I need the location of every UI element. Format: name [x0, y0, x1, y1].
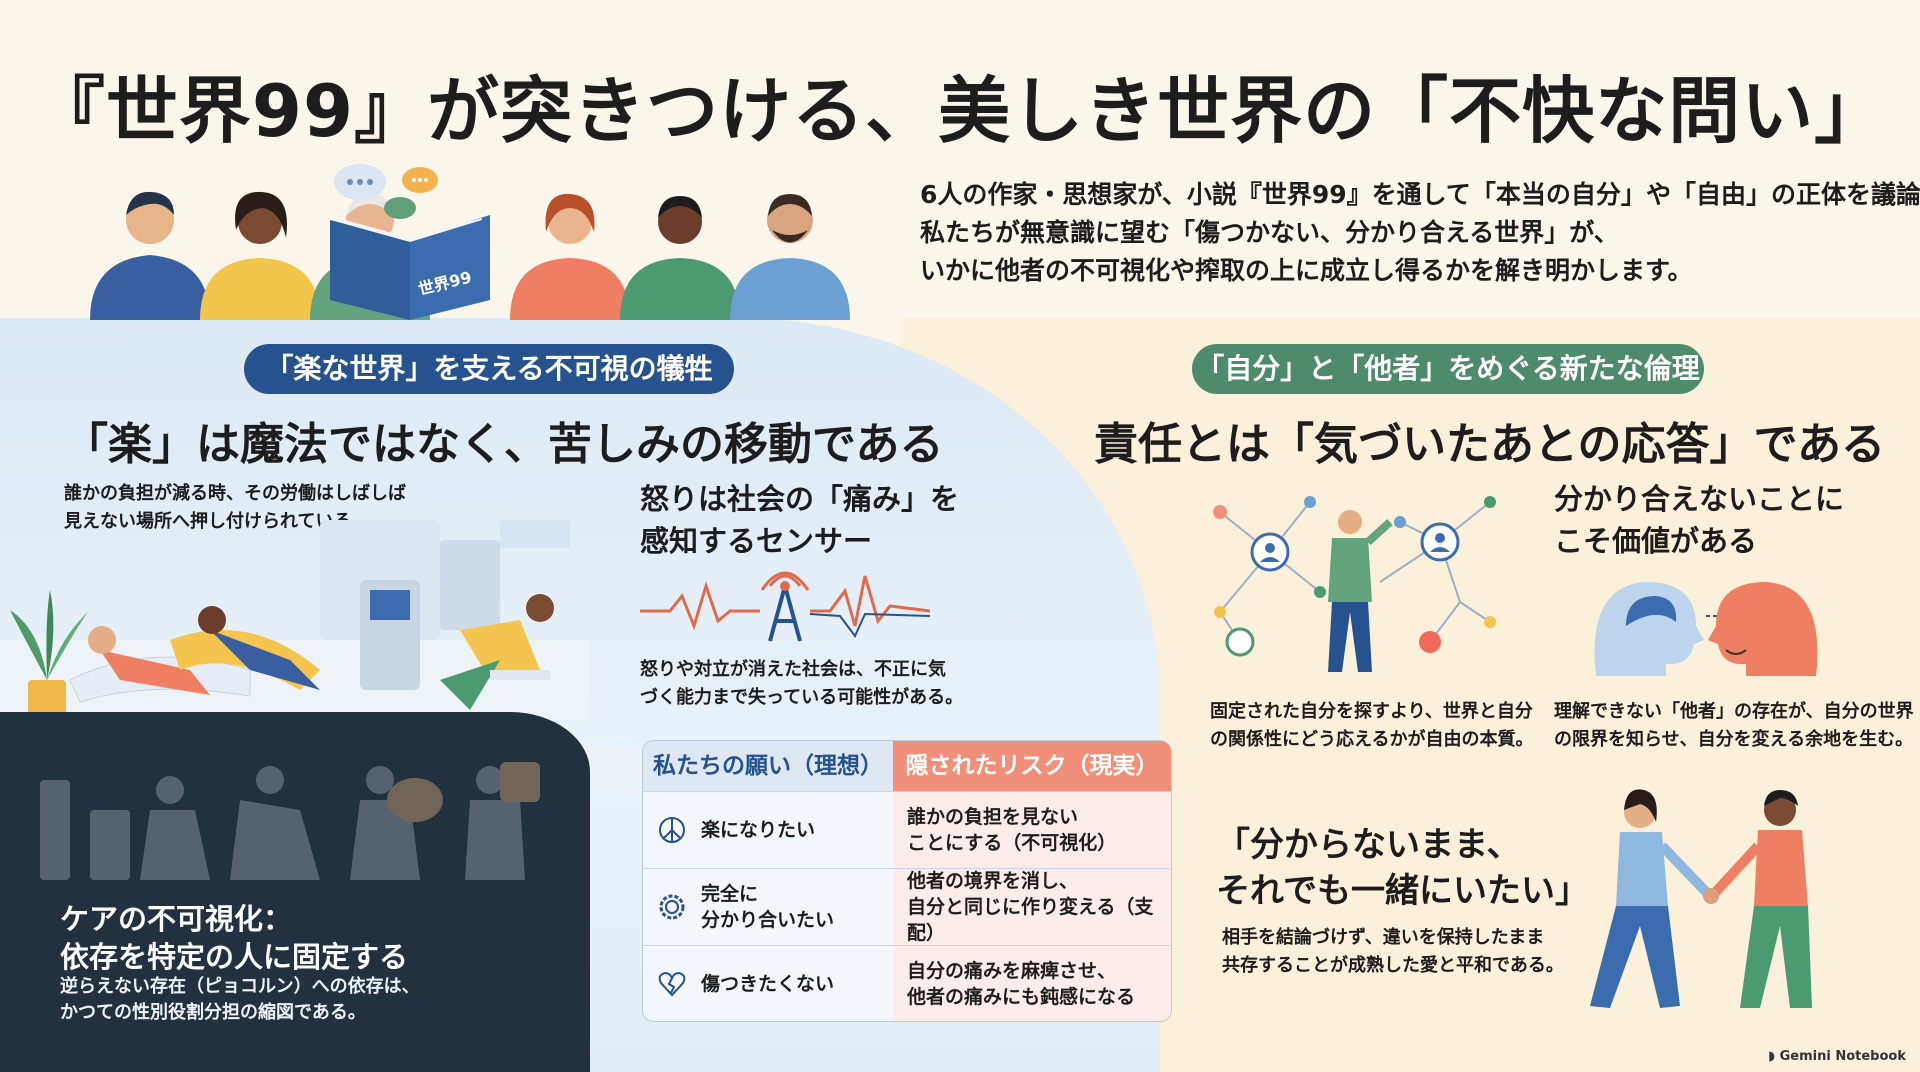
book-icon: 世界99 [330, 215, 490, 320]
quote-description: 相手を結論づけず、違いを保持したまま 共存することが成熟した愛と平和である。 [1222, 924, 1564, 980]
text-line: 逆らえない存在（ピョコルン）への依存は、 [60, 976, 420, 997]
footer-brand: ◗ Gemini Notebook [1768, 1049, 1906, 1064]
text-line: 見えない場所へ押し付けられている。 [64, 511, 370, 532]
lounge-illustration [0, 520, 590, 720]
text-line: 他者の痛みにも鈍感になる [907, 986, 1136, 1008]
care-description: 逆らえない存在（ピョコルン）への依存は、 かつての性別役割分担の縮図である。 [60, 974, 420, 1026]
person-6 [730, 194, 850, 320]
text-line: こそ価値がある [1554, 524, 1758, 558]
text-line: かつての性別役割分担の縮図である。 [60, 1002, 366, 1023]
table-cell-risk: 誰かの負担を見ないことにする（不可視化） [893, 792, 1171, 868]
left-section-pill: 「楽な世界」を支える不可視の犠牲 [244, 344, 734, 394]
footer-text: Gemini Notebook [1779, 1049, 1906, 1064]
text-line: 誰かの負担を見ない [907, 806, 1079, 828]
right-heading: 責任とは「気づいたあとの応答」である [1094, 419, 1886, 470]
table-row: 楽になりたい 誰かの負担を見ないことにする（不可視化） [643, 791, 1171, 868]
anger-description: 怒りや対立が消えた社会は、不正に気 づく能力まで失っている可能性がある。 [640, 656, 963, 712]
two-heads-icon [1594, 582, 1818, 676]
text-line: 分かり合いたい [701, 909, 835, 931]
text-line: 自分と同じに作り変える（支配） [907, 896, 1154, 944]
anger-title: 怒りは社会の「痛み」を 感知するセンサー [640, 478, 959, 562]
text-line: 固定された自分を探すより、世界と自分 [1210, 701, 1533, 722]
text-line: 誰かの負担が減る時、その労働はしばしば [64, 483, 406, 504]
table-cell-risk: 他者の境界を消し、自分と同じに作り変える（支配） [893, 869, 1171, 945]
sensor-antenna-icon [640, 571, 930, 642]
text-line: の関係性にどう応えるかが自由の本質。 [1210, 729, 1534, 750]
text-line: 共存することが成熟した愛と平和である。 [1222, 955, 1564, 976]
text-line: ことにする（不可視化） [907, 832, 1117, 854]
text-line: それでも一緒にいたい」 [1216, 871, 1589, 911]
quote-title: 「分からないまま、 それでも一緒にいたい」 [1216, 822, 1589, 914]
page-title: 『世界99』が突きつける、美しき世界の「不快な問い」 [32, 69, 1888, 153]
intro-text: 6人の作家・思想家が、小説『世界99』を通して「本当の自分」や「自由」の正体を議… [920, 176, 1920, 290]
plant-icon [10, 590, 88, 714]
care-title: ケアの不可視化： 依存を特定の人に固定する [60, 900, 408, 976]
table-cell-text: 楽になりたい [701, 819, 816, 841]
ideal-vs-risk-table: 私たちの願い（理想） 隠されたリスク（現実） 楽になりたい 誰かの負担を見ないこ… [642, 740, 1172, 1022]
intro-line: いかに他者の不可視化や搾取の上に成立し得るかを解き明かします。 [920, 256, 1693, 285]
text-line: 完全に [701, 883, 759, 905]
speech-bubbles [334, 164, 438, 219]
table-cell-ideal: 傷つきたくない [643, 946, 893, 1021]
table-row: 傷つきたくない 自分の痛みを麻痺させ、他者の痛みにも鈍感になる [643, 945, 1171, 1021]
text-line: 他者の境界を消し、 [907, 870, 1079, 892]
table-cell-text: 誰かの負担を見ないことにする（不可視化） [907, 792, 1116, 868]
text-line: 自分の痛みを麻痺させ、 [907, 960, 1117, 982]
person-4 [510, 193, 630, 320]
person-1 [90, 191, 210, 320]
man-figure [1708, 790, 1812, 1008]
burden-figures-illustration [40, 762, 540, 880]
text-line: 怒りは社会の「痛み」を [640, 482, 960, 516]
peace-icon [659, 817, 685, 843]
value-description: 理解できない「他者」の存在が、自分の世界 の限界を知らせ、自分を変える余地を生む… [1554, 698, 1914, 754]
intro-line: 私たちが無意識に望む「傷つかない、分かり合える世界」が、 [920, 218, 1619, 247]
table-cell-ideal: 楽になりたい [643, 792, 893, 868]
gemini-icon: ◗ [1768, 1049, 1780, 1064]
left-heading: 「楽」は魔法ではなく、苦しみの移動である [64, 419, 944, 470]
table-header-risk: 隠されたリスク（現実） [893, 741, 1171, 791]
table-cell-text: 自分の痛みを麻痺させ、他者の痛みにも鈍感になる [907, 946, 1136, 1021]
text-line: ケアの不可視化： [60, 902, 293, 936]
table-cell-ideal: 完全に分かり合いたい [643, 869, 893, 945]
handshake-couple-illustration [1590, 789, 1812, 1008]
atm-machine-icon [360, 580, 420, 690]
text-line: 理解できない「他者」の存在が、自分の世界 [1554, 701, 1914, 722]
value-title: 分かり合えないことに こそ価値がある [1554, 478, 1844, 562]
reclining-person-1 [69, 626, 251, 703]
intro-line: 6人の作家・思想家が、小説『世界99』を通して「本当の自分」や「自由」の正体を議… [920, 180, 1920, 209]
table-row: 完全に分かり合いたい 他者の境界を消し、自分と同じに作り変える（支配） [643, 868, 1171, 945]
table-header-ideal: 私たちの願い（理想） [643, 741, 893, 791]
text-line: 依存を特定の人に固定する [60, 940, 409, 974]
text-line: 相手を結論づけず、違いを保持したまま [1222, 927, 1545, 948]
standing-person [1328, 510, 1393, 672]
person-2 [200, 191, 320, 320]
network-illustration [1213, 496, 1496, 672]
text-line: の限界を知らせ、自分を変える余地を生む。 [1554, 729, 1914, 750]
table-cell-text: 傷つきたくない [701, 973, 835, 995]
reclining-person-2 [170, 606, 320, 690]
left-description: 誰かの負担が減る時、その労働はしばしば 見えない場所へ押し付けられている。 [64, 480, 406, 536]
text-line: 感知するセンサー [640, 524, 873, 558]
table-cell-text: 他者の境界を消し、自分と同じに作り変える（支配） [907, 869, 1171, 945]
text-line: づく能力まで失っている可能性がある。 [640, 687, 964, 708]
text-line: 怒りや対立が消えた社会は、不正に気 [640, 659, 946, 680]
ring-icon [659, 894, 685, 920]
broken-heart-icon [658, 971, 686, 997]
person-5 [620, 196, 740, 320]
thinkers-illustration: 世界99 [90, 164, 850, 320]
network-description: 固定された自分を探すより、世界と自分 の関係性にどう応えるかが自由の本質。 [1210, 698, 1533, 754]
sitting-person-3 [440, 594, 554, 710]
table-cell-text: 完全に分かり合いたい [701, 869, 834, 945]
text-line: 分かり合えないことに [1554, 482, 1845, 516]
woman-figure [1590, 789, 1714, 1008]
text-line: 「分からないまま、 [1216, 825, 1521, 865]
table-cell-risk: 自分の痛みを麻痺させ、他者の痛みにも鈍感になる [893, 946, 1171, 1021]
right-section-pill: 「自分」と「他者」をめぐる新たな倫理 [1192, 344, 1704, 394]
